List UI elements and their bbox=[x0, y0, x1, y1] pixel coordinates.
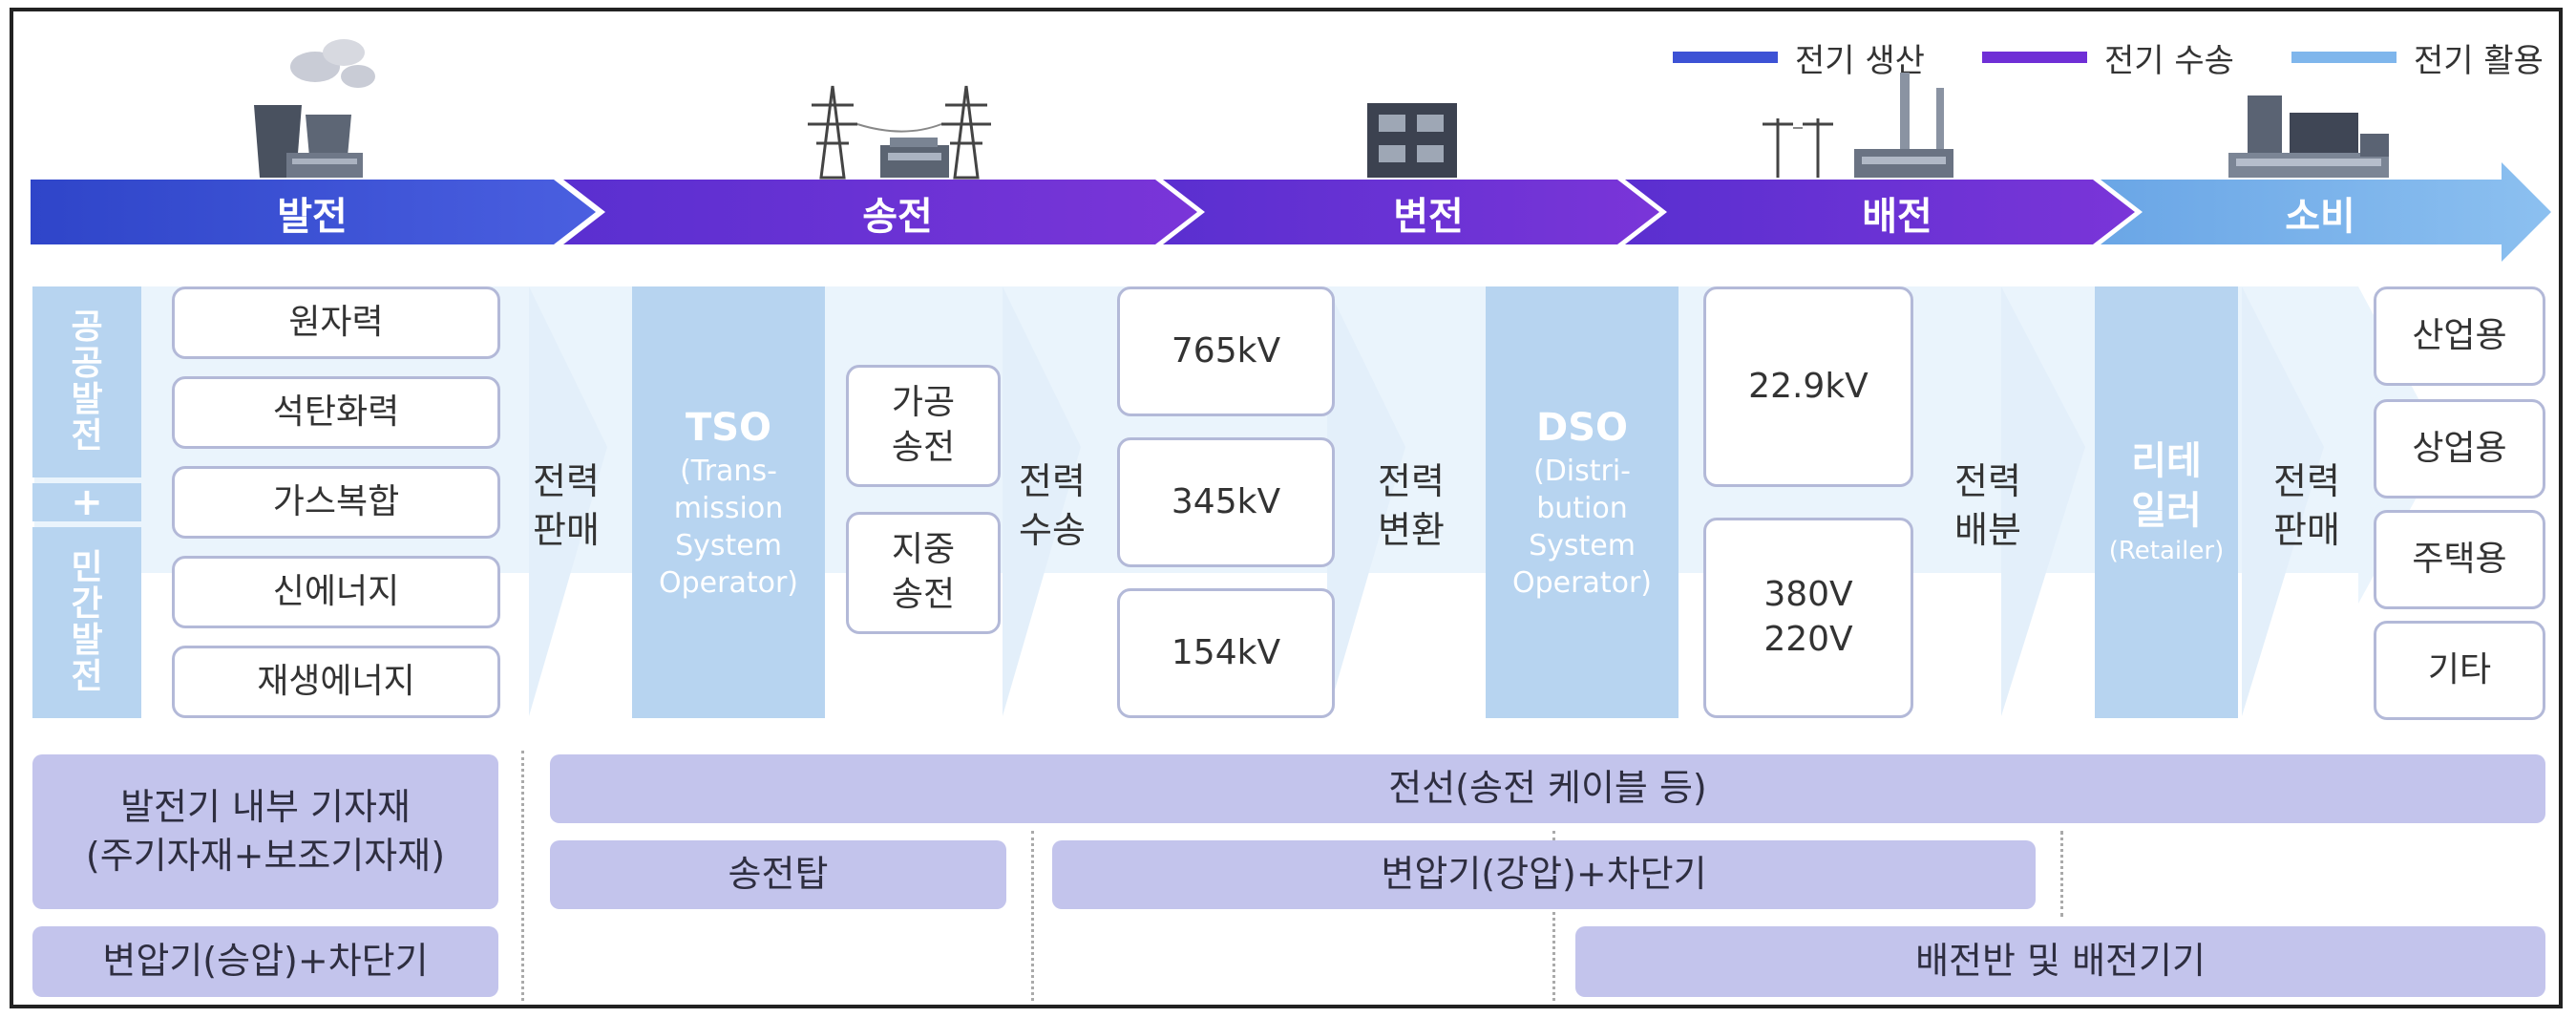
stage-label-consumption: 소비 bbox=[2285, 195, 2355, 239]
private-generation-label: 민 간 발 전 bbox=[32, 527, 141, 718]
flow-label-retail-sale: 전력 판매 bbox=[2273, 459, 2340, 551]
consumer-industrial: 산업용 bbox=[2374, 286, 2545, 386]
separator-transmission bbox=[1031, 831, 1034, 1001]
dso-full-name: (Distri- bution System Operator) bbox=[1512, 455, 1652, 600]
factory-icon bbox=[2228, 95, 2389, 178]
consumer-commercial: 상업용 bbox=[2374, 399, 2545, 498]
legend-label-usage: 전기 활용 bbox=[2414, 41, 2544, 80]
legend-label-transport: 전기 수송 bbox=[2104, 41, 2234, 80]
public-generation-label: 공 공 발 전 bbox=[32, 286, 141, 477]
substation-building-icon bbox=[880, 138, 949, 178]
separator-substation bbox=[1552, 831, 1555, 1001]
legend-item-transport: 전기 수송 bbox=[1982, 38, 2234, 80]
stage-label-generation: 발전 bbox=[277, 195, 348, 239]
stage-header-graphics bbox=[31, 39, 2551, 262]
overhead-transmission: 가공 송전 bbox=[846, 365, 1001, 487]
source-coal: 석탄화력 bbox=[172, 376, 500, 449]
dso-block: DSO (Distri- bution System Operator) bbox=[1486, 286, 1679, 718]
stage-arrow-distribution bbox=[1625, 180, 2135, 244]
source-renewable: 재생에너지 bbox=[172, 646, 500, 718]
transmission-tower-icon bbox=[808, 85, 991, 180]
legend-swatch-transport bbox=[1982, 52, 2087, 63]
retailer-abbr: 리테 일러 bbox=[2131, 439, 2202, 534]
voltage-380v-220v: 380V 220V bbox=[1703, 518, 1913, 718]
underground-transmission: 지중 송전 bbox=[846, 512, 1001, 634]
voltage-22-9kv: 22.9kV bbox=[1703, 286, 1913, 487]
flow-label-power-sale: 전력 판매 bbox=[533, 459, 600, 551]
voltage-154kv: 154kV bbox=[1117, 588, 1335, 718]
source-new-energy: 신에너지 bbox=[172, 556, 500, 628]
stage-label-distribution: 배전 bbox=[1862, 195, 1932, 239]
retailer-full-name: (Retailer) bbox=[2108, 537, 2225, 566]
stage-arrow-consumption bbox=[2101, 162, 2551, 262]
stage-arrow-transmission bbox=[563, 180, 1197, 244]
equipment-generator-internal: 발전기 내부 기자재 (주기자재+보조기자재) bbox=[32, 754, 498, 909]
retailer-block: 리테 일러 (Retailer) bbox=[2095, 286, 2238, 718]
consumer-residential: 주택용 bbox=[2374, 510, 2545, 609]
flow-label-power-transform: 전력 변환 bbox=[1378, 459, 1445, 551]
equipment-generator-transformer: 변압기(승압)+차단기 bbox=[32, 926, 498, 997]
flow-label-power-transport: 전력 수송 bbox=[1019, 459, 1086, 551]
source-nuclear: 원자력 bbox=[172, 286, 500, 359]
consumer-other: 기타 bbox=[2374, 621, 2545, 720]
stage-label-transmission: 송전 bbox=[862, 195, 933, 239]
power-plant-icon bbox=[254, 39, 375, 178]
distribution-tower-icon bbox=[1854, 73, 1953, 178]
separator-generation bbox=[521, 751, 524, 1001]
separator-distribution bbox=[2060, 831, 2063, 917]
stage-label-substation: 변전 bbox=[1393, 195, 1464, 239]
flow-label-power-distribute: 전력 배분 bbox=[1954, 459, 2021, 551]
legend-swatch-usage bbox=[2291, 52, 2397, 63]
tso-full-name: (Trans- mission System Operator) bbox=[659, 455, 798, 600]
voltage-345kv: 345kV bbox=[1117, 437, 1335, 567]
tso-block: TSO (Trans- mission System Operator) bbox=[632, 286, 825, 718]
equipment-cable: 전선(송전 케이블 등) bbox=[550, 754, 2545, 823]
equipment-switchboard: 배전반 및 배전기기 bbox=[1575, 926, 2545, 997]
legend-item-usage: 전기 활용 bbox=[2291, 38, 2544, 80]
equipment-step-down-transformer: 변압기(강압)+차단기 bbox=[1052, 840, 2036, 909]
tso-abbr: TSO bbox=[685, 406, 772, 450]
stage-arrow-generation bbox=[31, 180, 596, 244]
transformer-cabinet-icon bbox=[1367, 103, 1457, 178]
distribution-pole-icon bbox=[1763, 118, 1833, 178]
source-gas-combined: 가스복합 bbox=[172, 466, 500, 539]
equipment-transmission-tower: 송전탑 bbox=[550, 840, 1006, 909]
voltage-765kv: 765kV bbox=[1117, 286, 1335, 416]
legend-swatch-production bbox=[1673, 52, 1778, 63]
stage-arrow-substation bbox=[1163, 180, 1659, 244]
dso-abbr: DSO bbox=[1535, 406, 1628, 450]
plus-sign: + bbox=[32, 480, 141, 524]
